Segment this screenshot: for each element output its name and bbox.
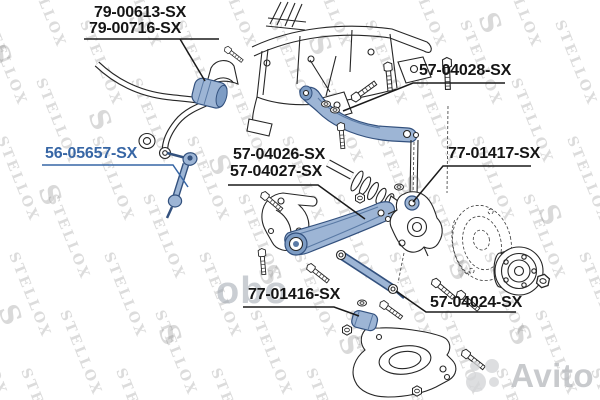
label-trailing-arm-1: 57-04026-SX (233, 146, 326, 163)
wheel-hub (493, 246, 551, 296)
upper-control-arm (299, 56, 453, 200)
faded-watermark-text: obo (216, 270, 289, 312)
label-knuckle-bushing: 77-01417-SX (448, 145, 541, 162)
label-lower-arm-bushing: 77-01416-SX (248, 286, 341, 303)
label-upper-arm: 57-04028-SX (419, 62, 512, 79)
avito-watermark-text: Avito (510, 357, 594, 394)
avito-watermark: Avito (465, 356, 594, 396)
sway-bar-bushing (191, 44, 245, 109)
leader-lines (42, 38, 531, 317)
rear-subframe (246, 1, 432, 137)
wheel-knuckle (387, 191, 443, 284)
stabilizer-link (165, 151, 198, 219)
label-stabilizer-link: 56-05657-SX (45, 145, 138, 162)
trailing-arm (284, 201, 396, 256)
label-sway-bar-bushing-2: 79-00716-SX (89, 20, 182, 37)
label-sway-bar-bushing-1: 79-00613-SX (94, 4, 187, 21)
label-lower-rod: 57-04024-SX (430, 294, 523, 311)
avito-logo-icon (466, 359, 500, 392)
lower-rod (304, 249, 482, 322)
label-trailing-arm-2: 57-04027-SX (230, 163, 323, 180)
lower-arm-bushing (351, 310, 379, 332)
